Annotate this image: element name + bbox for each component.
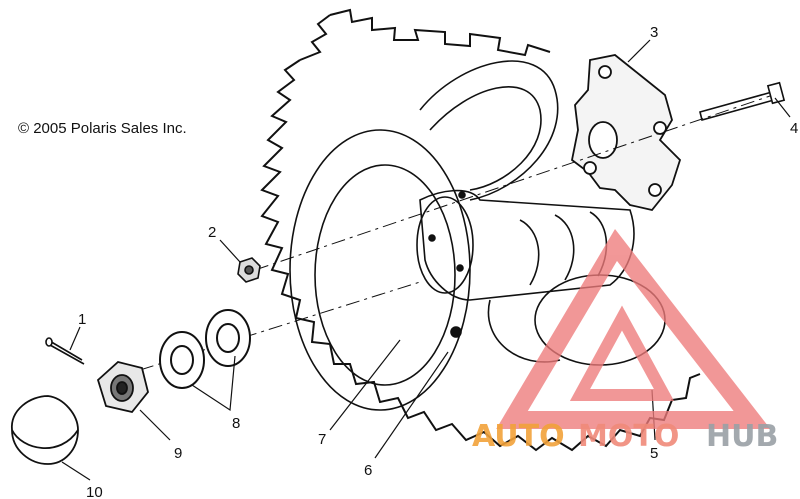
watermark-auto: AUTO xyxy=(472,419,565,454)
valve-stem xyxy=(450,326,462,338)
rim-outer-ring xyxy=(289,129,471,411)
watermark-logo xyxy=(496,229,771,429)
watermark-triangle-inner xyxy=(569,305,675,401)
leader-lines xyxy=(61,39,791,481)
hub-stud-hole-4 xyxy=(583,161,597,175)
callout-3: 3 xyxy=(650,24,658,41)
hub-stud-hole-3 xyxy=(648,183,662,197)
hub-flange xyxy=(571,54,682,212)
callout-5: 5 xyxy=(650,445,658,462)
copyright-notice: © 2005 Polaris Sales Inc. xyxy=(18,120,187,137)
hub xyxy=(571,54,682,212)
castle-nut xyxy=(96,361,149,414)
rim-bolt-hole-1 xyxy=(428,234,436,242)
rim-spoke-1 xyxy=(519,219,540,286)
rim-hub-face xyxy=(416,196,474,294)
watermark-triangle-outer xyxy=(496,229,771,429)
rim-spoke-2 xyxy=(554,214,575,281)
hub-stud-hole-1 xyxy=(598,65,612,79)
washers xyxy=(159,309,251,389)
rim-bolt-hole-3 xyxy=(458,191,466,199)
rim-bolt-hole-2 xyxy=(456,264,464,272)
watermark-hub: HUB xyxy=(706,419,778,454)
watermark-moto: MOTO xyxy=(578,419,679,454)
callout-4: 4 xyxy=(790,120,798,137)
callout-6: 6 xyxy=(364,462,372,479)
tire xyxy=(260,8,701,452)
callout-9: 9 xyxy=(174,445,182,462)
rim-inner-ring xyxy=(314,164,456,386)
lug-nut xyxy=(237,257,261,283)
bolt-shank xyxy=(699,91,775,121)
callout-7: 7 xyxy=(318,431,326,448)
callout-labels: 1 2 3 4 5 6 7 8 9 10 xyxy=(78,24,798,499)
watermark-wordmark: AUTO MOTO HUB xyxy=(472,419,778,454)
callout-1: 1 xyxy=(78,311,86,328)
callout-2: 2 xyxy=(208,224,216,241)
callout-8: 8 xyxy=(232,415,240,432)
dust-cap xyxy=(11,395,79,465)
hub-stud-hole-2 xyxy=(653,121,667,135)
bolt xyxy=(699,81,786,121)
rim-back-lip-inner xyxy=(429,86,542,191)
hub-center-bore xyxy=(588,121,618,159)
callout-10: 10 xyxy=(86,484,103,499)
tire-outer-tread xyxy=(260,8,701,452)
rim-back-lip xyxy=(419,60,559,201)
cotter-pin xyxy=(45,337,85,365)
tire-top-lugs xyxy=(299,14,331,61)
